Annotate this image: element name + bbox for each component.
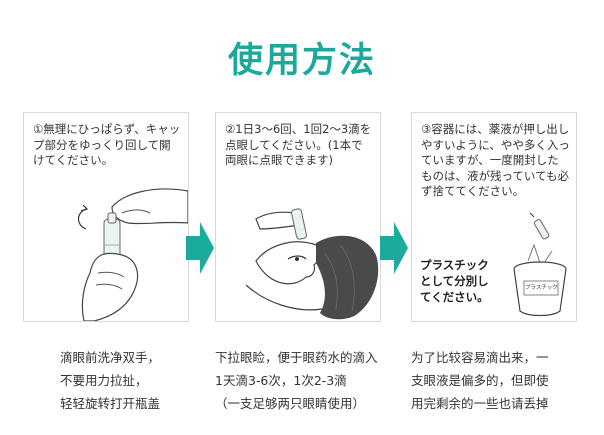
- step-3-instruction: ③容器には、薬液が押し出しやすいように、やや多く入っていますが、一度開封したもの…: [421, 122, 570, 198]
- trash-bin-icon: [513, 212, 567, 317]
- step-3-caption: 为了比较容易滴出来，一 支眼液是偏多的，但即使 用完剩余的一些也请丢掉: [411, 350, 549, 411]
- step-panel-1: ①無理にひっぱらず、キャップ部分をゆっくり回して開けてください。: [23, 112, 189, 322]
- step-2-instruction: ②1日3～6回、1回2～3滴を点眼してください。(1本で両眼に点眼できます): [225, 122, 372, 167]
- arrow-right-icon: [186, 222, 214, 274]
- disposal-note: プラスチック として分別し てください。: [420, 258, 489, 304]
- step-panel-2: ②1日3～6回、1回2～3滴を点眼してください。(1本で両眼に点眼できます): [215, 112, 381, 322]
- ampoule-twist-icon: [77, 188, 188, 321]
- step-1-instruction: ①無理にひっぱらず、キャップ部分をゆっくり回して開けてください。: [33, 122, 181, 167]
- bin-label: プラスチック: [525, 285, 557, 291]
- page-title: 使用方法: [227, 41, 376, 81]
- step-1-caption: 滴眼前洗净双手， 不要用力拉扯， 轻轻旋转打开瓶盖: [60, 350, 161, 411]
- arrow-right-icon: [380, 222, 408, 274]
- step-2-caption: 下拉眼睑，便于眼药水的滴入 1天滴3-6次，1次2-3滴 （一支足够两只眼睛使用…: [215, 350, 378, 411]
- eye-drop-icon: [245, 208, 379, 320]
- step-panel-3: ③容器には、薬液が押し出しやすいように、やや多く入っていますが、一度開封したもの…: [411, 112, 577, 322]
